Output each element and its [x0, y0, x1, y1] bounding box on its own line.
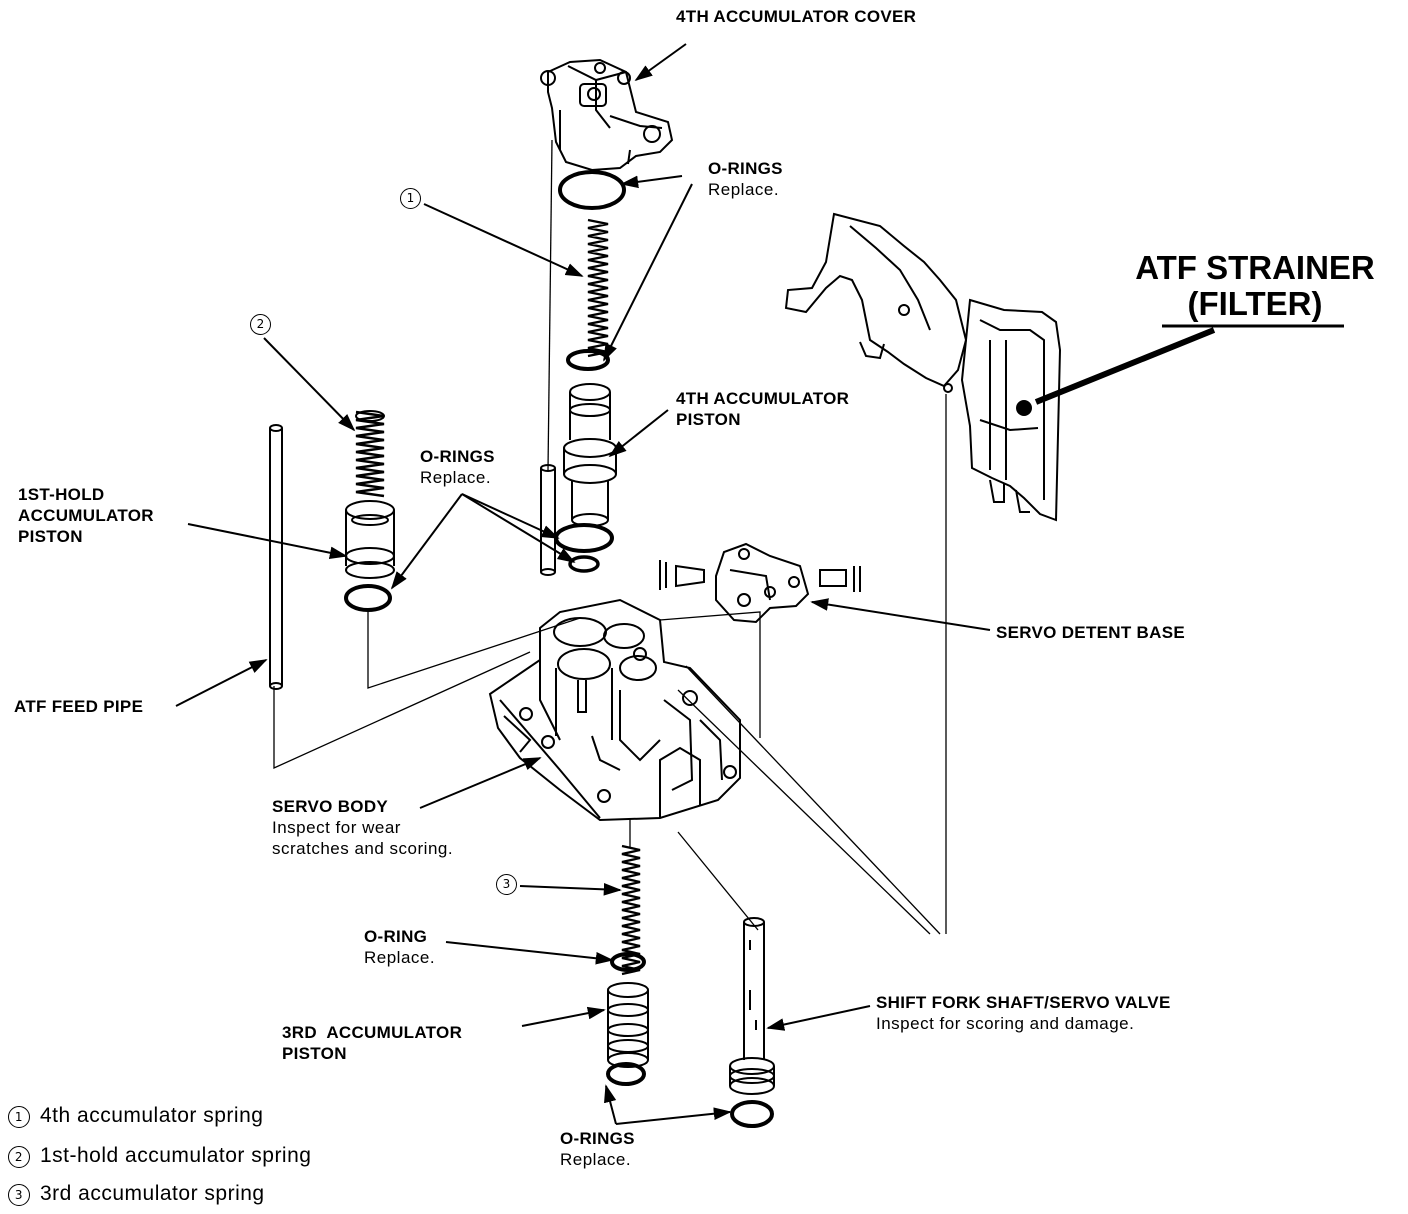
- atf-feed-pipe-long: [269, 424, 283, 690]
- label-atf-feed-pipe: ATF FEED PIPE: [14, 697, 144, 716]
- legend-num-3: 3: [8, 1184, 30, 1206]
- legend-text-1: 4th accumulator spring: [40, 1104, 264, 1127]
- o-ring-spring-seat: [566, 349, 610, 371]
- label-servo-body: SERVO BODY Inspect for wear scratches an…: [272, 797, 454, 858]
- o-ring-piston-large: [554, 523, 614, 553]
- legend-num-1: 1: [8, 1106, 30, 1128]
- o-ring-3rd-piston: [606, 1062, 646, 1086]
- label-servo-detent-base: SERVO DETENT BASE: [996, 623, 1185, 642]
- label-o-ring-single: O-RING Replace.: [364, 927, 436, 967]
- shift-fork-shaft: [729, 917, 775, 1095]
- o-ring-1st-hold: [344, 584, 392, 612]
- servo-body: [488, 598, 741, 822]
- accumulator-4th-piston: [563, 383, 617, 527]
- accumulator-4th-cover: [540, 58, 674, 172]
- legend-item-3: 3 3rd accumulator spring: [8, 1182, 265, 1207]
- legend-text-2: 1st-hold accumulator spring: [40, 1144, 312, 1167]
- strainer-title-line2: (FILTER): [1187, 285, 1323, 322]
- label-4th-accumulator-cover: 4TH ACCUMULATOR COVER: [676, 7, 917, 26]
- label-4th-accumulator-piston: 4TH ACCUMULATOR PISTON: [676, 389, 850, 429]
- label-1st-hold-accumulator-piston: 1ST-HOLD ACCUMULATOR PISTON: [18, 485, 154, 546]
- label-3rd-accumulator-piston: 3RD ACCUMULATOR PISTON: [282, 1023, 463, 1063]
- label-o-rings-bottom: O-RINGS Replace.: [560, 1129, 635, 1169]
- accumulator-1st-hold-piston: [345, 500, 395, 579]
- atf-strainer: [784, 212, 1062, 522]
- o-ring-shift-fork: [730, 1100, 774, 1128]
- accumulator-3rd-piston: [607, 982, 649, 1068]
- spring-1st-hold: [355, 410, 385, 498]
- legend-item-1: 1 4th accumulator spring: [8, 1104, 263, 1129]
- legend-item-2: 2 1st-hold accumulator spring: [8, 1144, 311, 1169]
- legend-num-2: 2: [8, 1146, 30, 1168]
- label-o-rings-top: O-RINGS Replace.: [708, 159, 783, 199]
- feed-pipe-short: [540, 464, 556, 576]
- servo-detent-base: [659, 542, 861, 624]
- o-ring-cover: [558, 170, 626, 210]
- callout-3: 3: [496, 874, 517, 895]
- legend-text-3: 3rd accumulator spring: [40, 1182, 265, 1205]
- strainer-pointer: [1034, 327, 1216, 405]
- label-atf-strainer: ATF STRAINER (FILTER): [1120, 250, 1390, 322]
- label-o-rings-middle: O-RINGS Replace.: [420, 447, 495, 487]
- strainer-title-line1: ATF STRAINER: [1135, 249, 1375, 286]
- leader-lines: [175, 43, 991, 1125]
- callout-1: 1: [400, 188, 421, 209]
- label-shift-fork-shaft: SHIFT FORK SHAFT/SERVO VALVE Inspect for…: [876, 993, 1171, 1033]
- o-ring-piston-small: [568, 555, 600, 573]
- callout-2: 2: [250, 314, 271, 335]
- spring-4th-accumulator: [587, 218, 609, 358]
